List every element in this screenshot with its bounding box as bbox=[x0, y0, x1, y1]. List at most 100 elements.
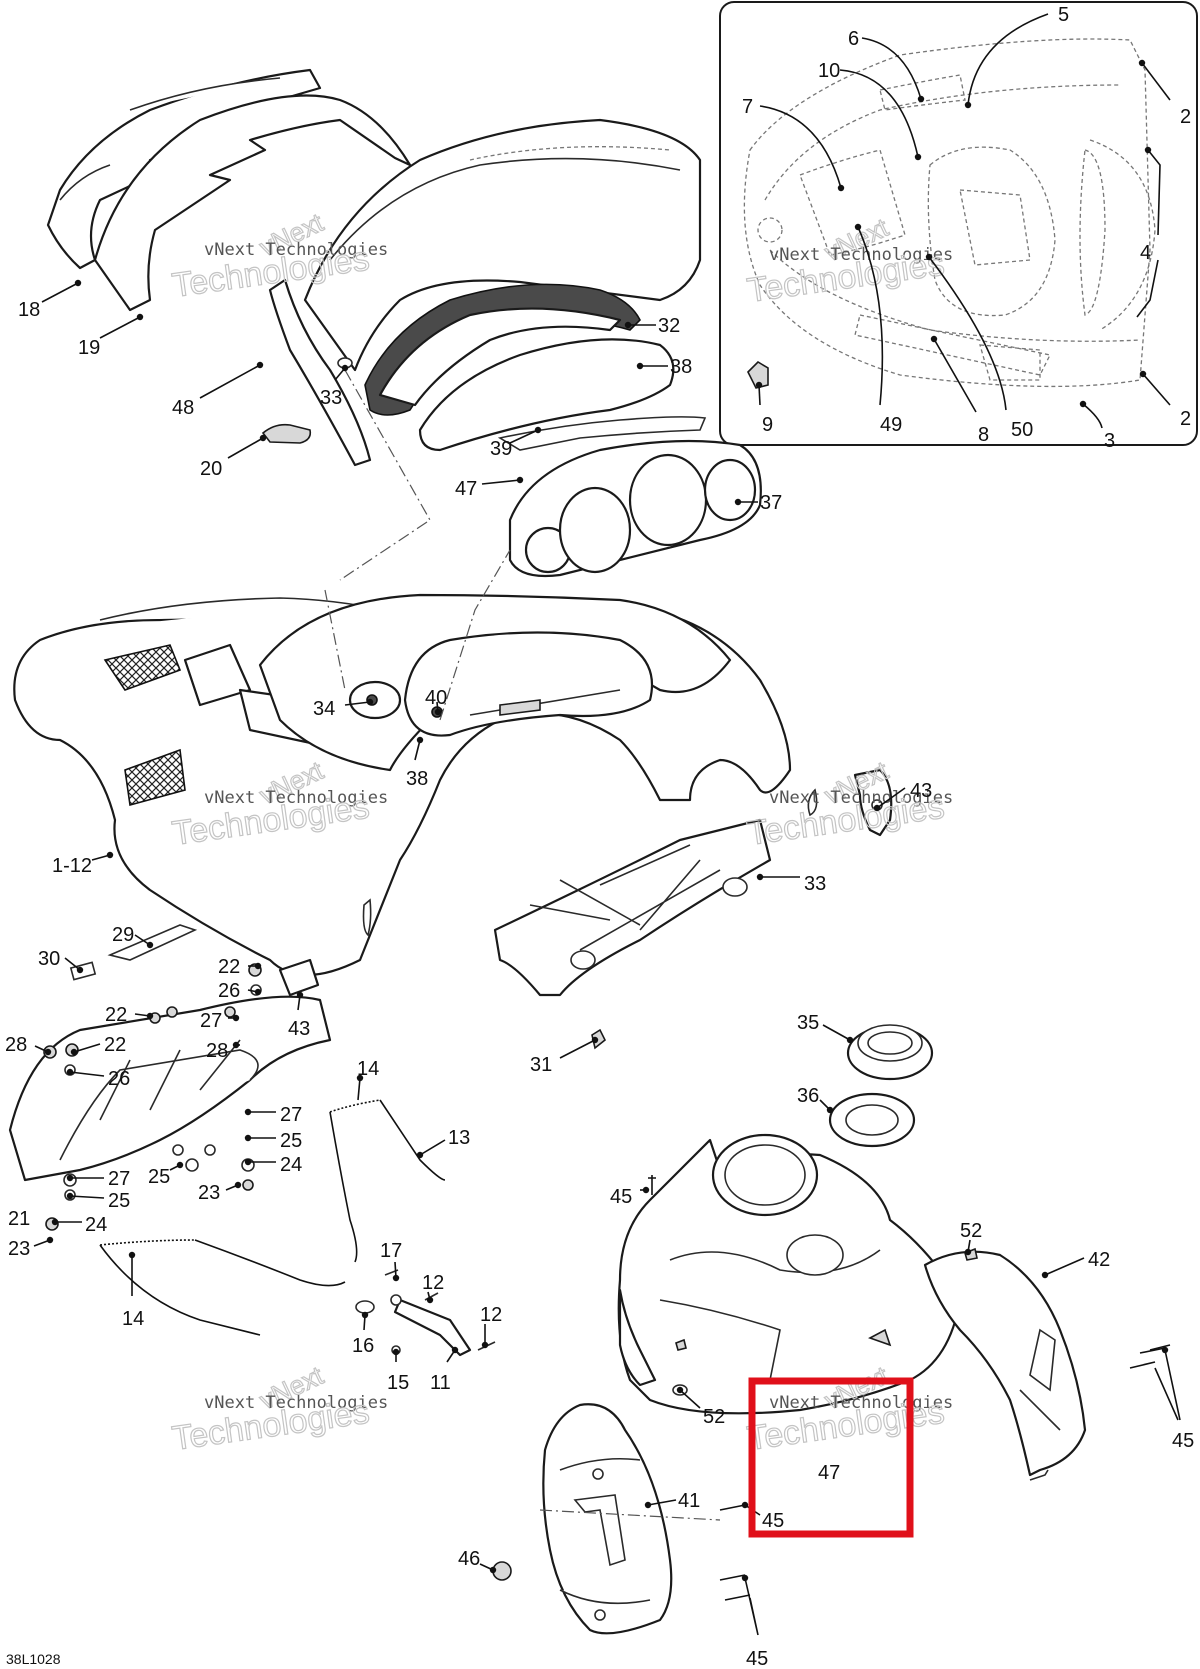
leader-dot-c2a bbox=[1138, 59, 1146, 67]
side-panel-18 bbox=[46, 68, 322, 270]
leader-c13 bbox=[419, 1139, 446, 1156]
callout-c12b: 12 bbox=[480, 1304, 502, 1326]
leader-dot-c6 bbox=[917, 95, 925, 103]
callout-c45c: 45 bbox=[1172, 1430, 1194, 1452]
bracket-43-lower bbox=[278, 958, 320, 997]
callout-c4: 4 bbox=[1140, 242, 1151, 264]
leader-dot-c49 bbox=[854, 223, 862, 231]
leader-dot-c25c bbox=[66, 1192, 74, 1200]
leader-dot-c29 bbox=[146, 941, 154, 949]
leader-dot-c22b bbox=[146, 1012, 154, 1020]
callout-c26b: 26 bbox=[108, 1068, 130, 1090]
spring-cable-14-upper bbox=[329, 1099, 446, 1263]
highlight-box bbox=[748, 1377, 914, 1538]
callout-c1-12: 1-12 bbox=[52, 855, 92, 877]
leader-dot-c33b bbox=[756, 873, 764, 881]
front-console bbox=[617, 1133, 962, 1415]
callout-c45a: 45 bbox=[610, 1186, 632, 1208]
callout-c25b: 25 bbox=[148, 1166, 170, 1188]
callout-c22a: 22 bbox=[218, 956, 240, 978]
leader-dot-c43b bbox=[296, 991, 304, 999]
leader-dot-c39 bbox=[534, 426, 542, 434]
callout-c47b: 47 bbox=[818, 1462, 840, 1484]
callout-c12a: 12 bbox=[422, 1272, 444, 1294]
leader-c6 bbox=[861, 37, 922, 100]
side-shield-42 bbox=[923, 1250, 1171, 1481]
leader-c4 bbox=[1136, 149, 1161, 318]
callout-c27c: 27 bbox=[108, 1168, 130, 1190]
leader-dot-c2b bbox=[1139, 370, 1147, 378]
leader-c35 bbox=[822, 1024, 851, 1041]
leader-dot-c52b bbox=[676, 1386, 684, 1394]
callout-c14b: 14 bbox=[122, 1308, 144, 1330]
callout-c38a: 38 bbox=[670, 356, 692, 378]
callout-c26a: 26 bbox=[218, 980, 240, 1002]
callout-c8: 8 bbox=[978, 424, 989, 446]
leader-dot-c20 bbox=[259, 434, 267, 442]
callout-c30: 30 bbox=[38, 948, 60, 970]
leader-dot-c16 bbox=[361, 1311, 369, 1319]
callout-c34: 34 bbox=[313, 698, 335, 720]
leader-dot-c12b bbox=[481, 1341, 489, 1349]
leader-dot-c25b bbox=[176, 1161, 184, 1169]
leader-c38b bbox=[414, 739, 421, 761]
leader-c52b bbox=[679, 1389, 701, 1409]
leader-c39 bbox=[509, 429, 539, 444]
side-panel-19 bbox=[93, 94, 412, 312]
leader-dot-c1-12 bbox=[106, 851, 114, 859]
spring-cable-14-lower bbox=[99, 1239, 346, 1336]
leader-c2a bbox=[1141, 62, 1171, 101]
leader-c5 bbox=[967, 13, 1049, 106]
callout-c23a: 23 bbox=[198, 1182, 220, 1204]
leader-dot-c10 bbox=[914, 153, 922, 161]
callout-c6: 6 bbox=[848, 28, 859, 50]
leader-c45d bbox=[744, 1577, 759, 1636]
callout-c24b: 24 bbox=[85, 1214, 107, 1236]
leader-dot-c33a bbox=[341, 364, 349, 372]
leader-dot-c50 bbox=[925, 253, 933, 261]
callout-c2a: 2 bbox=[1180, 106, 1191, 128]
leader-c19 bbox=[99, 316, 141, 339]
reflector-20 bbox=[261, 423, 312, 444]
leader-c26b bbox=[69, 1071, 105, 1077]
leader-dot-c28b bbox=[232, 1041, 240, 1049]
leader-c31 bbox=[559, 1039, 596, 1059]
leader-dot-c38a bbox=[636, 362, 644, 370]
callout-c15: 15 bbox=[387, 1372, 409, 1394]
leader-dot-c32 bbox=[624, 321, 632, 329]
leader-dot-c47a bbox=[516, 476, 524, 484]
leader-dot-c26a bbox=[254, 988, 262, 996]
callout-c9: 9 bbox=[762, 414, 773, 436]
drawing-code: 38L1028 bbox=[6, 1651, 61, 1667]
svg-text:vNext Technologies: vNext Technologies bbox=[769, 788, 953, 808]
callout-c24a: 24 bbox=[280, 1154, 302, 1176]
leader-dot-c4 bbox=[1144, 146, 1152, 154]
leader-dot-c25a bbox=[244, 1134, 252, 1142]
leader-c9 bbox=[758, 384, 761, 406]
leader-c14a bbox=[357, 1077, 361, 1101]
leader-c8 bbox=[933, 338, 977, 413]
leader-dot-c31 bbox=[591, 1036, 599, 1044]
leader-dot-c43a bbox=[873, 804, 881, 812]
callout-c38b: 38 bbox=[406, 768, 428, 790]
leader-dot-c28a bbox=[44, 1048, 52, 1056]
leader-dot-c35 bbox=[846, 1036, 854, 1044]
rivets-45 bbox=[648, 1175, 1166, 1601]
gasket-36 bbox=[828, 1092, 916, 1148]
leader-dot-c3 bbox=[1079, 400, 1087, 408]
callout-c17: 17 bbox=[380, 1240, 402, 1262]
svg-text:vNext Technologies: vNext Technologies bbox=[204, 240, 388, 260]
leader-c20 bbox=[227, 437, 264, 459]
callout-c18: 18 bbox=[18, 299, 40, 321]
windshield-panel bbox=[303, 118, 702, 372]
callout-c27b: 27 bbox=[280, 1104, 302, 1126]
detail-inset bbox=[719, 1, 1198, 446]
pad-38 bbox=[418, 338, 675, 452]
callout-c31: 31 bbox=[530, 1054, 552, 1076]
leader-dot-c40 bbox=[434, 708, 442, 716]
callout-c52a: 52 bbox=[960, 1220, 982, 1242]
leader-dot-c23b bbox=[46, 1236, 54, 1244]
leader-dot-c45b bbox=[741, 1501, 749, 1509]
leader-dot-c42 bbox=[1041, 1271, 1049, 1279]
callout-c45b: 45 bbox=[762, 1510, 784, 1532]
